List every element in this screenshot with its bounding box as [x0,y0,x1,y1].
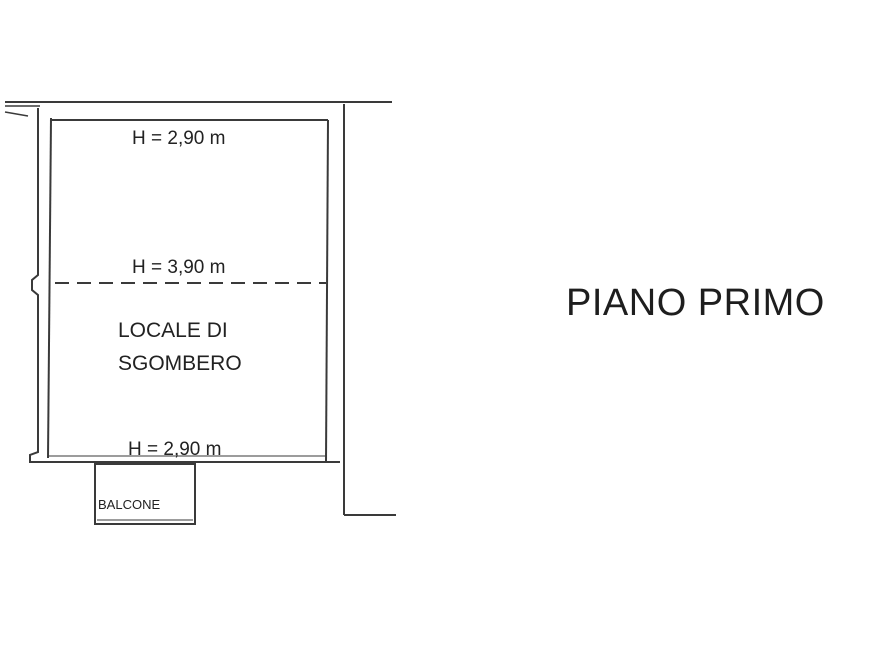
left-outer-wall [29,108,46,463]
height-label-top: H = 2,90 m [132,128,226,149]
balcony-label: BALCONE [98,497,161,512]
height-label-middle: H = 3,90 m [132,257,226,278]
top-left-stub [4,111,29,117]
room-name-line2: SGOMBERO [118,352,242,375]
height-label-bottom: H = 2,90 m [128,439,222,460]
left-inner-wall [47,117,52,459]
floor-title: PIANO PRIMO [566,282,825,324]
balcony-outline [94,463,196,525]
inner-right-wall [325,119,329,463]
room-name-line1: LOCALE DI [118,319,228,342]
